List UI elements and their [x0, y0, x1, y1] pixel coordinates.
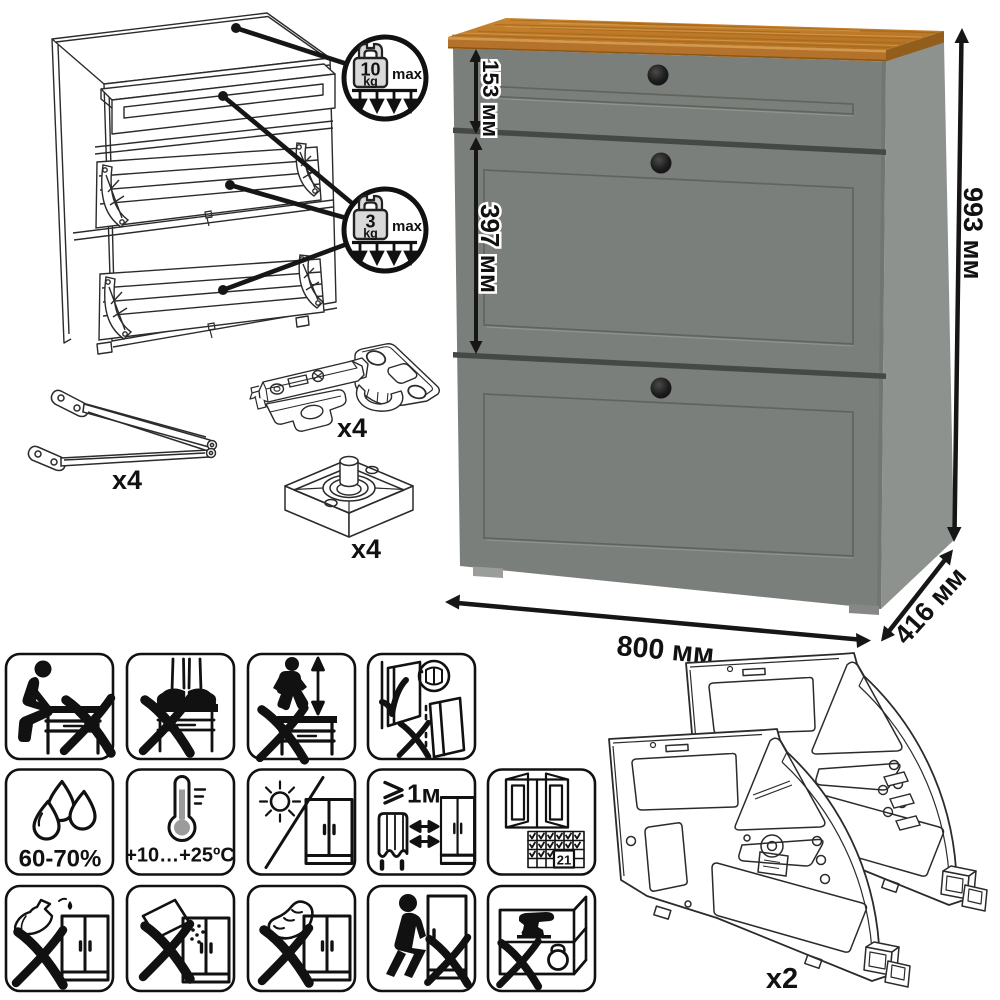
svg-text:kg: kg — [363, 75, 378, 89]
svg-text:397 мм: 397 мм — [475, 204, 505, 293]
svg-text:max: max — [392, 218, 423, 235]
svg-text:+10…+25ºC: +10…+25ºC — [125, 845, 235, 867]
svg-text:21: 21 — [557, 853, 571, 868]
svg-text:x4: x4 — [337, 413, 367, 443]
svg-text:153 мм: 153 мм — [478, 60, 503, 137]
svg-text:max: max — [392, 66, 423, 83]
svg-text:60-70%: 60-70% — [19, 846, 102, 873]
svg-text:x2: x2 — [766, 963, 798, 995]
svg-text:993 мм: 993 мм — [958, 187, 988, 280]
svg-text:3: 3 — [365, 212, 375, 232]
svg-text:1м: 1м — [407, 779, 441, 809]
svg-text:x4: x4 — [351, 534, 381, 564]
svg-text:kg: kg — [363, 227, 378, 241]
svg-text:10: 10 — [360, 60, 380, 80]
svg-text:x4: x4 — [112, 465, 142, 495]
